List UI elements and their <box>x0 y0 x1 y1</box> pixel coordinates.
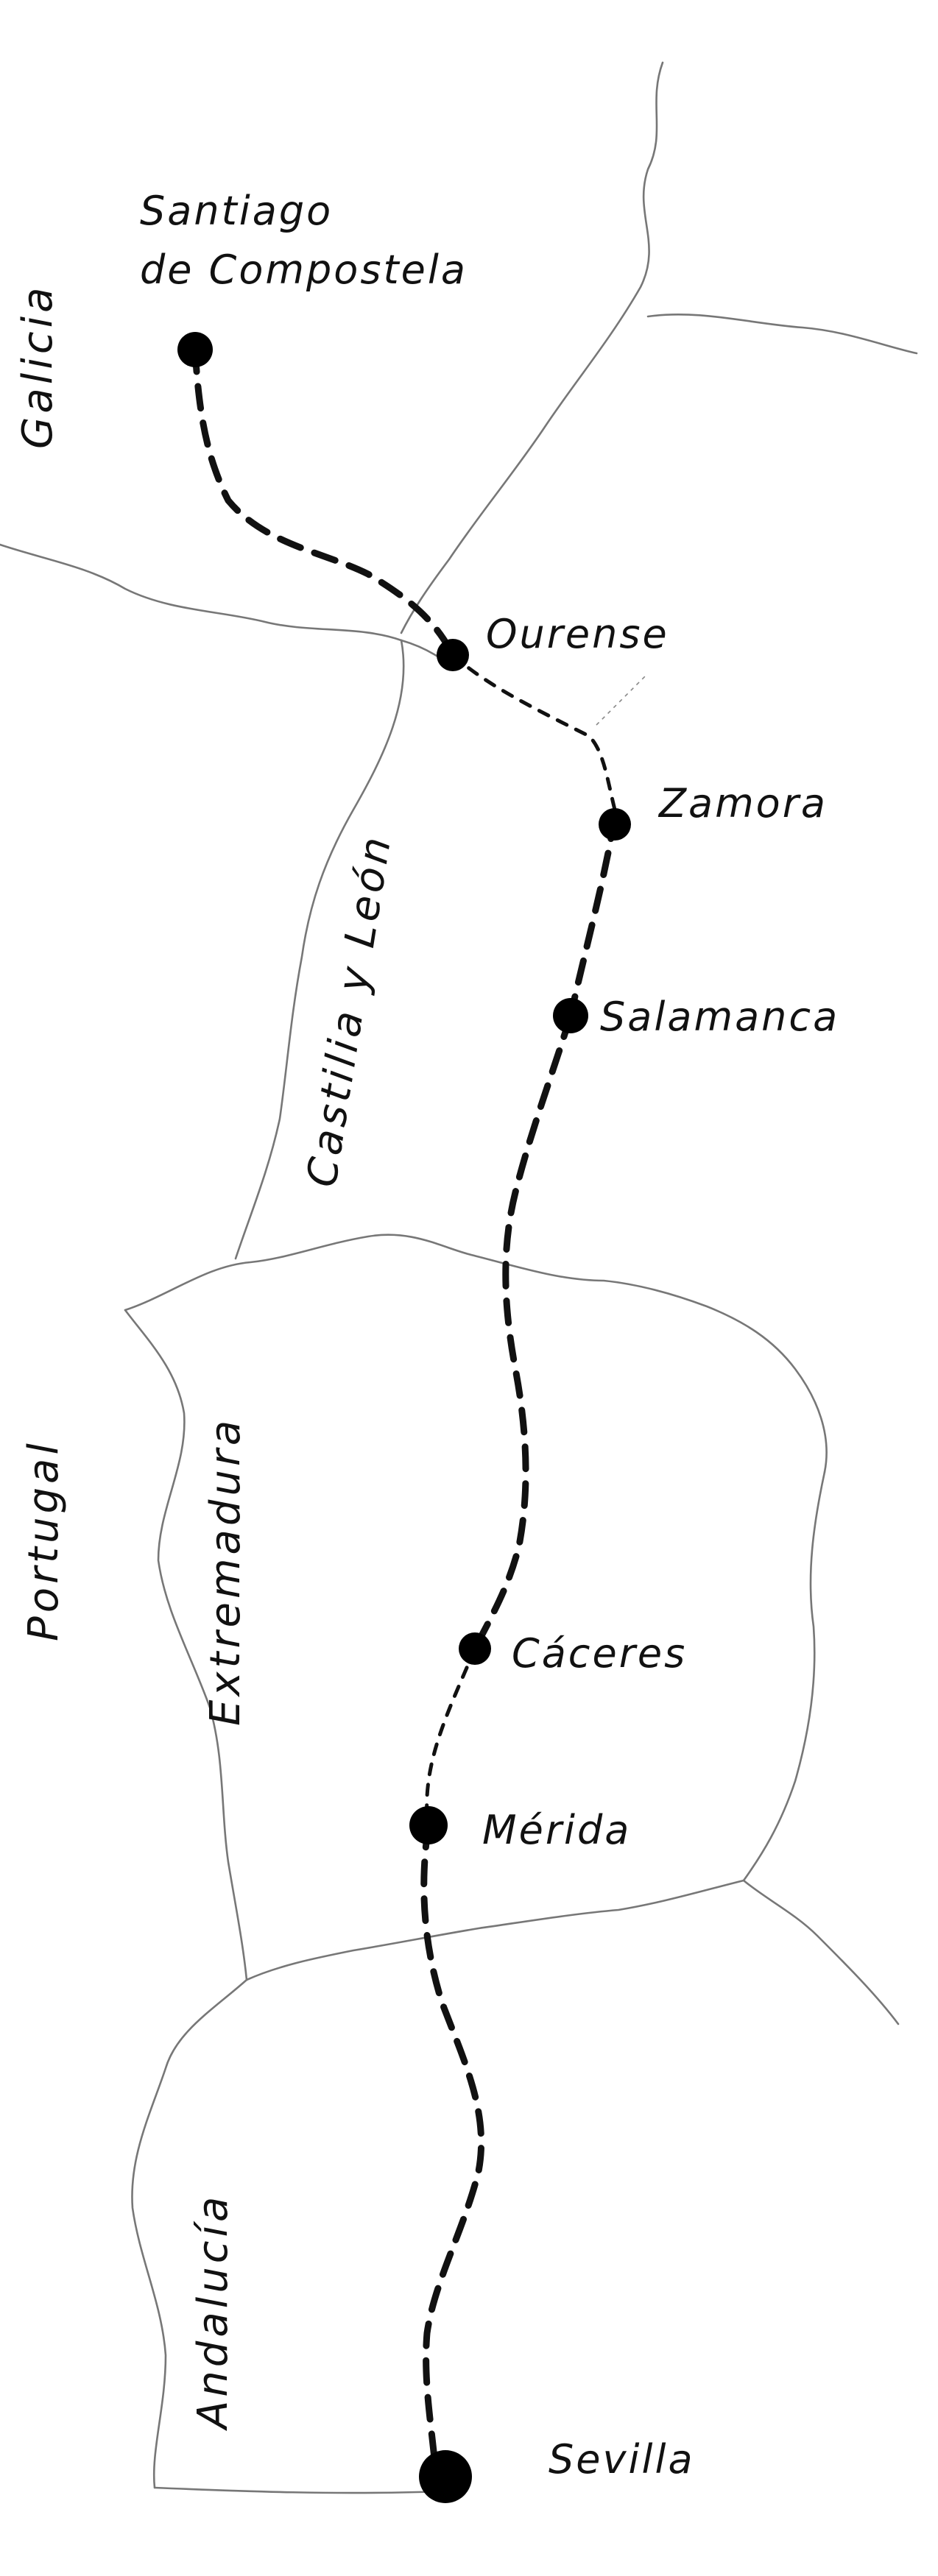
santiago-marker <box>177 332 213 367</box>
border-extremadura-west <box>124 1309 248 1981</box>
portugal-label: Portugal <box>20 1440 68 1641</box>
route <box>191 346 618 2462</box>
caceres-label: Cáceres <box>512 1630 687 1677</box>
santiago-label-line1: Santiago <box>140 188 333 234</box>
extremadura-label: Extremadura <box>202 1417 250 1726</box>
salamanca-label: Salamanca <box>600 994 839 1040</box>
andalucia-label: Andalucía <box>189 2193 237 2431</box>
border-bottom-edge <box>153 2486 443 2494</box>
route-zamora-salamanca <box>567 813 618 1019</box>
region-borders <box>0 61 918 2494</box>
merida-marker <box>409 1806 448 1844</box>
zamora-label: Zamora <box>657 780 828 827</box>
region-labels: Galicia Castilia y León Portugal Extrema… <box>14 284 401 2432</box>
city-markers <box>177 332 631 2503</box>
border-andalucia-portugal <box>131 1978 248 2489</box>
route-salamanca-caceres <box>471 1012 574 1652</box>
castilla-y-leon-label: Castilia y León <box>298 830 401 1190</box>
border-andalucia-east <box>742 1879 900 2025</box>
route-caceres-merida <box>425 1646 477 1827</box>
merida-label: Mérida <box>482 1807 631 1853</box>
salamanca-marker <box>553 998 588 1033</box>
galicia-label: Galicia <box>14 284 62 450</box>
border-extremadura-east <box>742 1471 826 1882</box>
border-extremadura-north <box>124 1234 828 1473</box>
border-ourense-tail <box>596 673 649 726</box>
caceres-marker <box>459 1632 491 1665</box>
border-galicia-portugal <box>234 639 405 1260</box>
border-galicia-east <box>400 61 664 634</box>
ourense-label: Ourense <box>486 611 669 657</box>
ourense-marker <box>437 639 469 671</box>
sevilla-label: Sevilla <box>549 2436 695 2483</box>
border-galicia-south <box>0 543 454 671</box>
border-galicia-north-branch <box>646 313 918 355</box>
zamora-marker <box>599 808 631 841</box>
route-merida-sevilla <box>420 1822 485 2462</box>
border-extremadura-south <box>245 1879 745 1981</box>
sevilla-marker <box>419 2450 472 2503</box>
santiago-label-line2: de Compostela <box>140 247 468 293</box>
route-ourense-zamora <box>451 653 617 812</box>
city-labels: Santiago de Compostela Ourense Zamora Sa… <box>140 188 839 2483</box>
route-santiago-ourense <box>191 346 456 659</box>
